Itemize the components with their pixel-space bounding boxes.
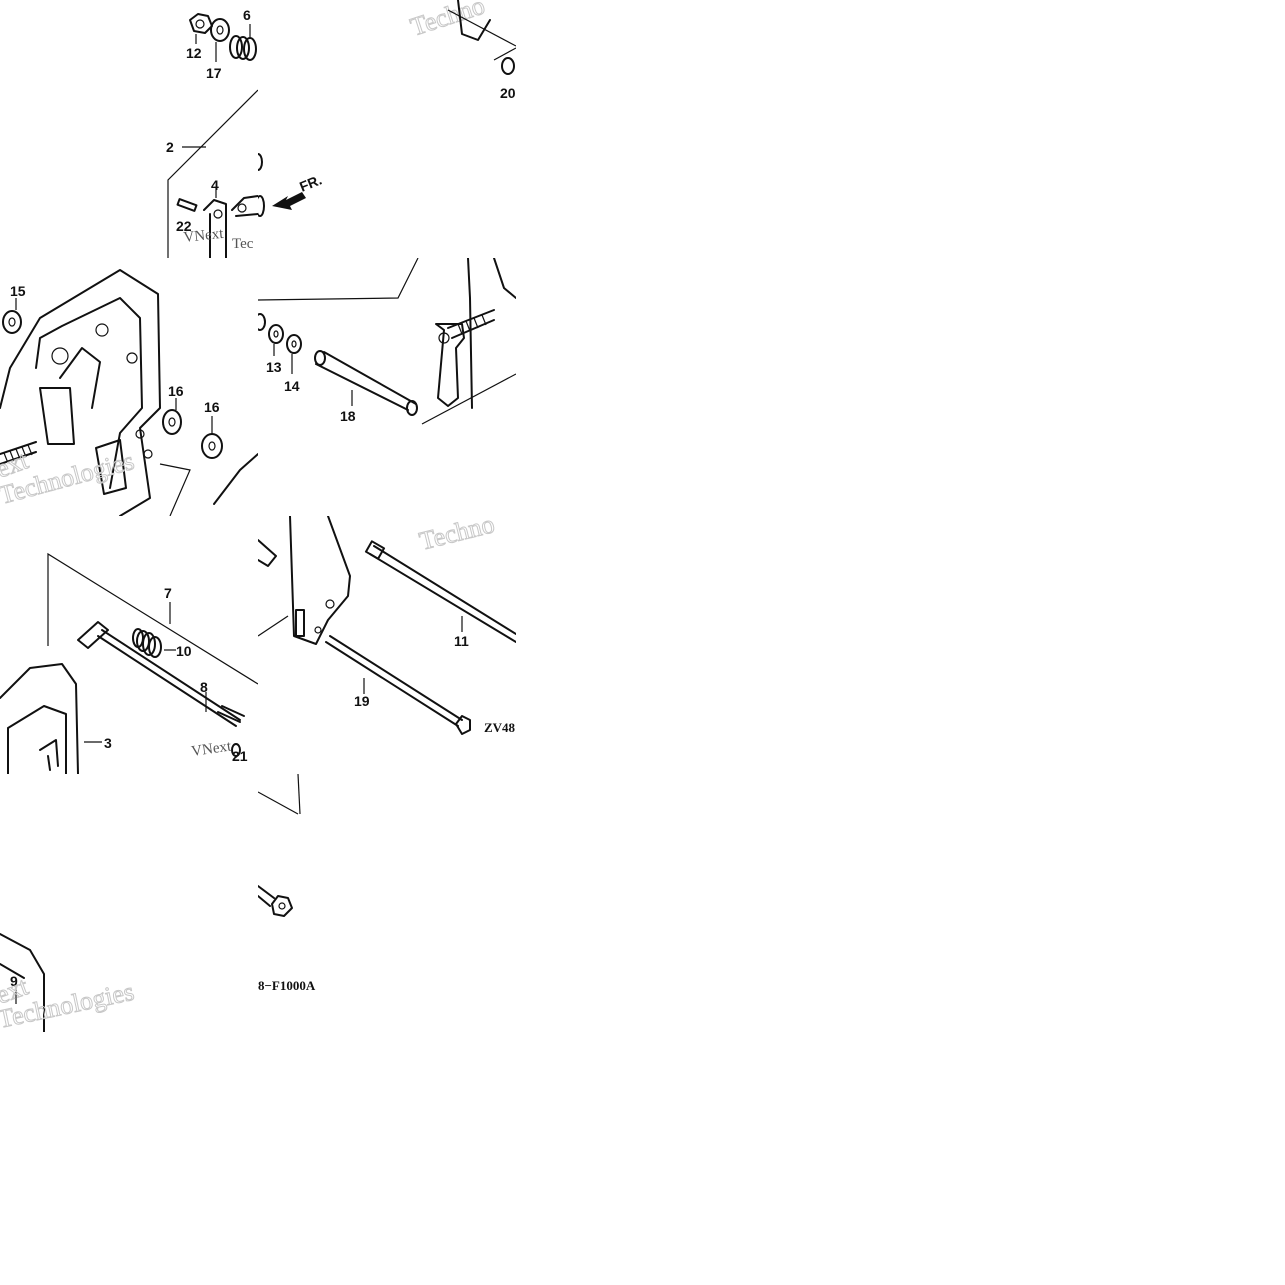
label-12: 12 bbox=[186, 45, 202, 61]
washer-14 bbox=[286, 334, 302, 354]
tile-lower-left: 7 10 8 3 21 VNext bbox=[0, 516, 258, 774]
label-13: 13 bbox=[266, 359, 282, 375]
watermark-techno-lower: Techno bbox=[416, 516, 497, 556]
label-14: 14 bbox=[284, 378, 300, 394]
diagram-code-fragment-a: ZV48 bbox=[484, 720, 516, 735]
threaded-rod-left bbox=[0, 441, 37, 465]
label-8: 8 bbox=[200, 679, 208, 695]
label-7: 7 bbox=[164, 585, 172, 601]
washer-15 bbox=[2, 310, 22, 334]
diagram-code-fragment-b: 8−F1000A bbox=[258, 978, 316, 993]
bracket-4 bbox=[203, 195, 258, 258]
label-9: 9 bbox=[10, 973, 18, 989]
watermark-vnext: VNext bbox=[183, 226, 225, 246]
tile-top-left: 12 17 6 2 4 22 VNext Tec bbox=[0, 0, 258, 258]
bolt-19 bbox=[325, 635, 471, 735]
label-6: 6 bbox=[243, 7, 251, 23]
bracket-leg bbox=[258, 516, 351, 645]
tile-top-middle: Techno 20 FR. bbox=[258, 0, 516, 258]
watermark-vnext-lower: VNext bbox=[190, 738, 233, 760]
label-15: 15 bbox=[10, 283, 26, 299]
label-10: 10 bbox=[176, 643, 192, 659]
nut-12 bbox=[189, 13, 213, 34]
label-16-a: 16 bbox=[168, 383, 184, 399]
tile-lower-center: Techno 11 19 ZV48 bbox=[258, 516, 516, 774]
spring-10 bbox=[132, 628, 162, 658]
washer-17 bbox=[210, 18, 230, 42]
label-19: 19 bbox=[354, 693, 370, 709]
washer-13 bbox=[268, 324, 284, 344]
watermark-tec: Tec bbox=[232, 236, 254, 252]
label-3: 3 bbox=[104, 735, 112, 751]
tilt-cover-3 bbox=[0, 663, 79, 774]
label-16-b: 16 bbox=[204, 399, 220, 415]
watermark-techno: Techno bbox=[407, 0, 488, 42]
tile-middle-center: 13 14 18 bbox=[258, 258, 516, 516]
front-arrow-label: FR. bbox=[297, 171, 324, 194]
tilt-lever-rod-8 bbox=[77, 621, 245, 727]
label-22: 22 bbox=[176, 218, 192, 234]
label-21: 21 bbox=[232, 748, 248, 764]
shaft-18 bbox=[314, 350, 418, 416]
label-20: 20 bbox=[500, 85, 516, 101]
swivel-bracket bbox=[0, 269, 161, 516]
tile-middle-left: 15 16 16 ext Technologies bbox=[0, 258, 258, 516]
spring-6 bbox=[229, 35, 257, 61]
bolt-head-lower bbox=[258, 885, 293, 917]
label-2: 2 bbox=[166, 139, 174, 155]
bolt-11 bbox=[364, 540, 516, 643]
washer-16-b bbox=[201, 433, 223, 459]
label-18: 18 bbox=[340, 408, 356, 424]
front-direction-arrow: FR. bbox=[272, 171, 324, 210]
washer-16-a bbox=[162, 409, 182, 435]
stern-bracket bbox=[435, 258, 516, 409]
label-11: 11 bbox=[454, 633, 469, 649]
label-4: 4 bbox=[211, 177, 219, 193]
tile-bottom-middle: 8−F1000A bbox=[258, 774, 516, 1032]
label-17: 17 bbox=[206, 65, 222, 81]
pin-22 bbox=[176, 198, 198, 212]
tile-bottom-left: 9 ext Technologies bbox=[0, 774, 258, 1032]
